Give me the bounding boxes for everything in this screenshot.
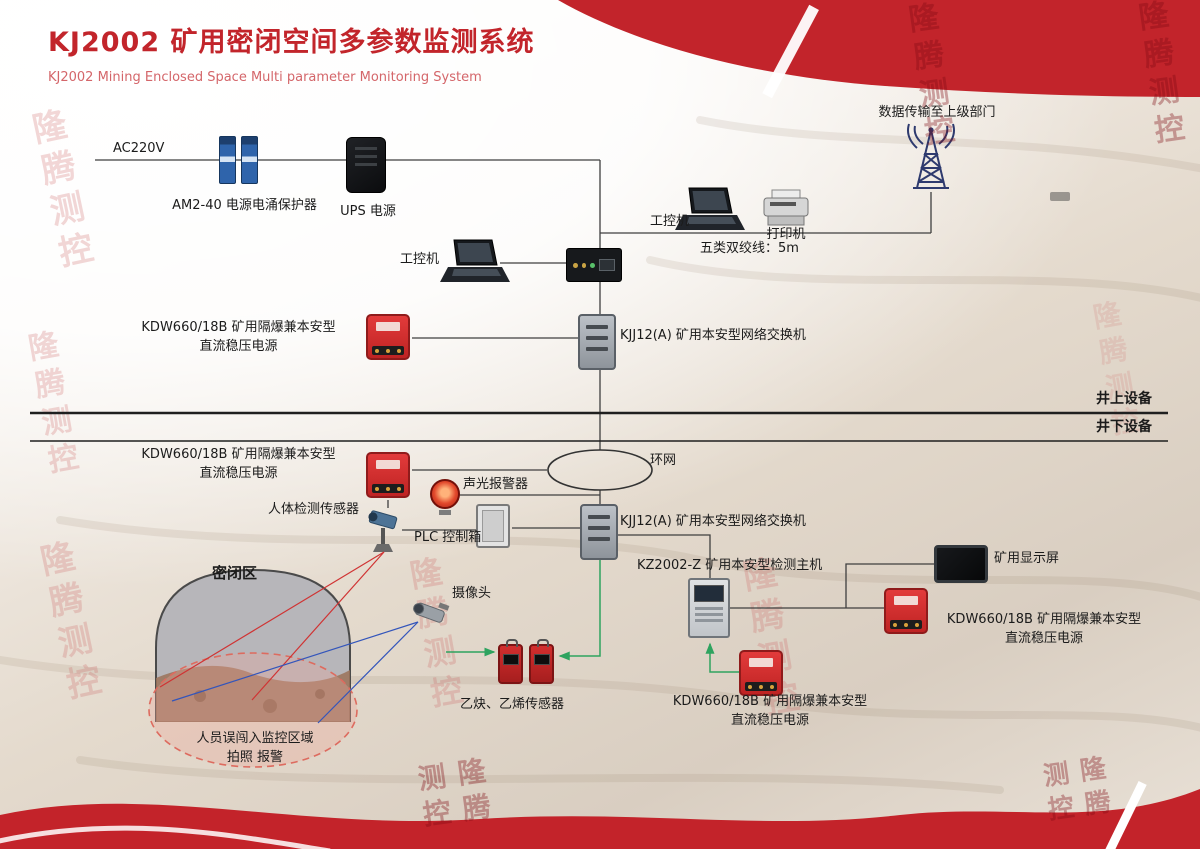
- sound-light-alarm-device: [430, 479, 460, 515]
- human-sensor-label: 人体检测传感器: [268, 502, 360, 517]
- industrial-pc-icon: [675, 187, 745, 230]
- media-converter-device: [566, 248, 622, 282]
- detection-host-device: [688, 578, 730, 638]
- kdw-power-label-line2: 直流稳压电源: [199, 338, 278, 354]
- camera-icon: [413, 602, 450, 623]
- underground-equipment-label: 井下设备: [1096, 419, 1152, 435]
- host-keypad: [695, 607, 723, 625]
- host-screen: [694, 585, 724, 602]
- kdw-power-label-line1: KDW660/18B 矿用隔爆兼本安型: [672, 694, 868, 709]
- industrial-pc-label: 工控机: [650, 214, 690, 229]
- kdw-power-label-line2: 直流稳压电源: [1004, 630, 1083, 646]
- surface-equipment-label: 井上设备: [1096, 391, 1152, 407]
- kdw-power-label: KDW660/18B 矿用隔爆兼本安型 直流稳压电源: [116, 319, 361, 357]
- kdw-power-supply: [884, 588, 928, 634]
- page-subtitle: KJ2002 Mining Enclosed Space Multi param…: [48, 70, 482, 85]
- network-switch-device: [578, 314, 616, 370]
- gas-sensor-device: [498, 639, 523, 684]
- kdw-power-label-line1: KDW660/18B 矿用隔爆兼本安型: [141, 447, 336, 462]
- surge-protector-device: [219, 136, 258, 184]
- industrial-pc-label: 工控机: [400, 252, 440, 267]
- detection-host-label: KZ2002-Z 矿用本安型检测主机: [637, 558, 823, 573]
- ring-network-ellipse: [547, 449, 653, 491]
- ups-device: [346, 137, 386, 193]
- ac220v-label: AC220V: [113, 141, 165, 156]
- page-title: KJ2002 矿用密闭空间多参数监测系统: [48, 27, 535, 58]
- alarm-label: 声光报警器: [463, 477, 529, 492]
- camera-label: 摄像头: [452, 586, 492, 601]
- printer-label: 打印机: [766, 227, 806, 242]
- network-switch-label: KJJ12(A) 矿用本安型网络交换机: [620, 514, 806, 529]
- kdw-power-supply: [366, 452, 410, 498]
- mining-display-device: [934, 545, 988, 583]
- ethernet-port: [599, 259, 616, 271]
- kdw-power-label-line2: 直流稳压电源: [199, 465, 278, 481]
- intrusion-warning-line2: 拍照 报警: [226, 749, 284, 765]
- display-label: 矿用显示屏: [994, 551, 1060, 566]
- cat5-label: 五类双绞线：5m: [700, 241, 799, 256]
- intrusion-warning-line1: 人员误闯入监控区域: [196, 731, 314, 746]
- plc-label: PLC 控制箱: [414, 530, 482, 545]
- kdw-power-supply: [366, 314, 410, 360]
- surge-protector-label: AM2-40 电源电涌保护器: [172, 198, 317, 213]
- kdw-power-label: KDW660/18B 矿用隔爆兼本安型 直流稳压电源: [928, 611, 1160, 649]
- printer-icon: [763, 189, 809, 226]
- gas-sensor-pair: [498, 639, 554, 684]
- network-switch-device: [580, 504, 618, 560]
- kdw-power-label: KDW660/18B 矿用隔爆兼本安型 直流稳压电源: [116, 446, 361, 484]
- ups-label: UPS 电源: [340, 204, 396, 219]
- enclosed-area-label: 密闭区: [212, 564, 258, 582]
- network-switch-label: KJJ12(A) 矿用本安型网络交换机: [620, 328, 806, 343]
- kdw-power-label-line1: KDW660/18B 矿用隔爆兼本安型: [946, 612, 1142, 627]
- antenna-tower-icon: [907, 123, 955, 189]
- surge-protector-module: [219, 136, 236, 184]
- kdw-power-supply: [739, 650, 783, 696]
- kdw-power-label-line1: KDW660/18B 矿用隔爆兼本安型: [141, 320, 336, 335]
- surge-protector-module: [241, 136, 258, 184]
- intrusion-warning-label: 人员误闯入监控区域 拍照 报警: [170, 730, 340, 768]
- data-upload-label: 数据传输至上级部门: [878, 105, 996, 120]
- industrial-pc-icon: [440, 239, 510, 282]
- kdw-power-label: KDW660/18B 矿用隔爆兼本安型 直流稳压电源: [650, 693, 890, 731]
- gas-sensor-device: [529, 639, 554, 684]
- plc-control-box-device: [476, 504, 510, 548]
- human-detection-sensor-icon: [368, 510, 398, 552]
- gas-sensor-label: 乙炔、乙烯传感器: [460, 697, 565, 712]
- ring-network-label: 环网: [650, 453, 677, 468]
- kdw-power-label-line2: 直流稳压电源: [730, 712, 809, 728]
